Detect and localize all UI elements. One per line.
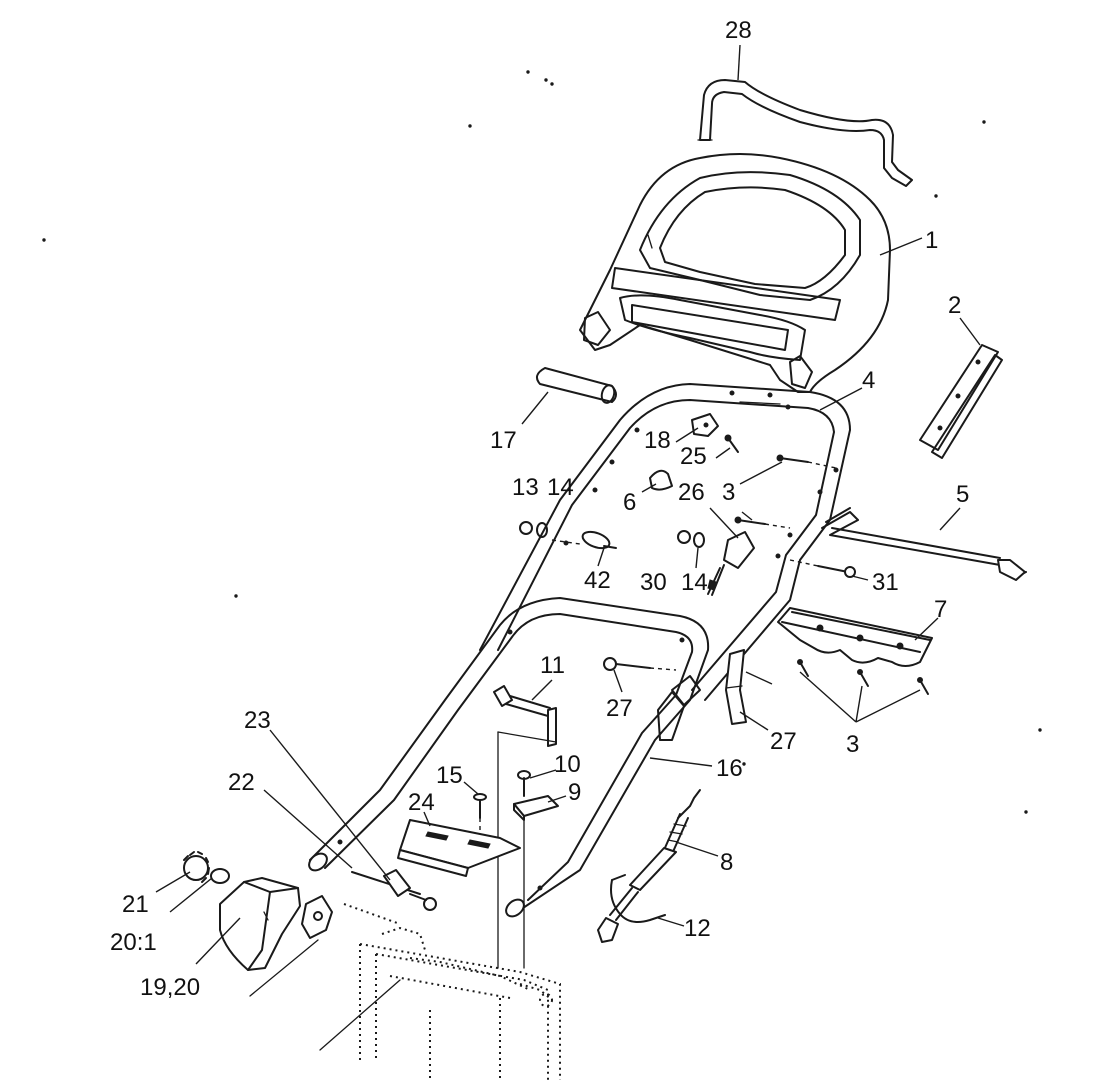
callout-42: 42 xyxy=(584,567,611,594)
callout-12: 12 xyxy=(684,915,711,942)
callout-1: 1 xyxy=(925,227,938,254)
part-27-wing-knob xyxy=(725,649,747,725)
callout-22: 22 xyxy=(228,769,255,796)
part-19-20-housing xyxy=(219,877,301,971)
part-1-catcher-frame xyxy=(579,153,891,393)
part-8-cable xyxy=(597,789,701,943)
part-13-nut xyxy=(519,521,533,535)
callout-14-left: 14 xyxy=(547,474,574,501)
callout-21: 21 xyxy=(122,891,149,918)
callout-6: 6 xyxy=(623,489,636,516)
part-22-bracket xyxy=(301,895,401,939)
callout-11: 11 xyxy=(540,652,565,679)
callout-9: 9 xyxy=(568,779,581,806)
callout-5: 5 xyxy=(956,481,969,508)
part-25-screw xyxy=(724,434,739,453)
callout-28: 28 xyxy=(725,17,752,44)
scan-noise xyxy=(42,70,1042,814)
callout-26: 26 xyxy=(678,479,705,506)
callout-23: 23 xyxy=(244,707,271,734)
callouts: 28 1 2 4 17 18 25 13 14 6 26 3 5 42 30 1… xyxy=(110,17,969,1001)
part-28-bail-bar xyxy=(697,79,913,187)
part-9-block xyxy=(513,795,559,969)
part-18-plate xyxy=(691,413,719,437)
part-23-latch-rod xyxy=(351,869,437,911)
callout-17: 17 xyxy=(490,427,517,454)
part-42-loop-clip xyxy=(581,530,617,550)
callout-19-20: 19,20 xyxy=(140,974,200,1001)
callout-25: 25 xyxy=(680,443,707,470)
callout-3-lower: 3 xyxy=(846,731,859,758)
part-17-grip-tube xyxy=(535,367,617,404)
part-21-knob xyxy=(183,851,210,883)
part-2-rail xyxy=(919,344,1003,459)
part-14-washer-right xyxy=(693,532,705,548)
part-15-screw xyxy=(473,793,487,842)
callout-30: 30 xyxy=(640,569,667,596)
part-31-bolt xyxy=(789,559,856,578)
callout-18: 18 xyxy=(644,427,671,454)
callout-10: 10 xyxy=(554,751,581,778)
callout-14-right: 14 xyxy=(681,569,708,596)
callout-7: 7 xyxy=(934,596,947,623)
callout-20-1: 20:1 xyxy=(110,929,157,956)
callout-16: 16 xyxy=(716,755,743,782)
callout-31: 31 xyxy=(872,569,899,596)
part-4-upper-handle xyxy=(479,383,851,701)
callout-3-upper: 3 xyxy=(722,479,735,506)
part-5-control-rod xyxy=(821,507,1027,581)
callout-27-bolt: 27 xyxy=(606,695,633,722)
part-14-washer-left xyxy=(536,522,548,538)
part-16-lower-handle xyxy=(308,597,710,918)
callout-15: 15 xyxy=(436,762,463,789)
mower-deck-ghost xyxy=(249,926,561,1080)
callout-2: 2 xyxy=(948,292,961,319)
callout-13: 13 xyxy=(512,474,539,501)
part-12-clip xyxy=(610,874,666,923)
callout-27-knob: 27 xyxy=(770,728,797,755)
leader-lines xyxy=(155,44,981,965)
callout-4: 4 xyxy=(862,367,875,394)
part-20-1-washer xyxy=(210,868,230,884)
part-30-nut xyxy=(677,530,691,544)
part-24-cover-plate xyxy=(397,819,521,877)
part-7-bracket xyxy=(777,607,933,667)
part-27-bolt xyxy=(603,657,677,671)
callout-8: 8 xyxy=(720,849,733,876)
part-3-screws-lower xyxy=(797,659,929,695)
part-6-clip xyxy=(649,469,673,491)
part-3-screws-upper xyxy=(734,454,837,529)
callout-24: 24 xyxy=(408,789,435,816)
part-10-screw xyxy=(517,770,531,797)
part-26-switch xyxy=(707,531,755,596)
part-11-bolt xyxy=(493,685,557,969)
